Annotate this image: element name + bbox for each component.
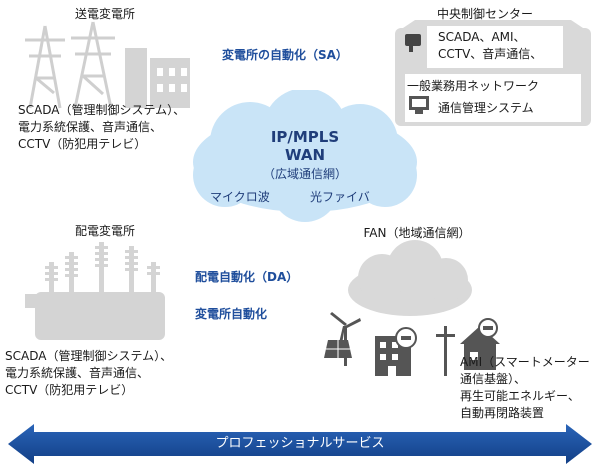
comm-management-label: 通信管理システム [438,101,534,115]
fan-line-3: 再生可能エネルギー、 [460,389,580,403]
fan-cloud-icon [348,240,472,316]
transmission-line-1: SCADA（管理制御システム）、 [18,103,186,117]
transmission-line-3: CCTV（防犯用テレビ） [18,137,147,151]
distribution-automation-da-label: 配電自動化（DA） [195,270,299,284]
transmission-title: 送電変電所 [74,7,135,21]
substation-automation-label: 変電所自動化 [195,307,268,321]
cloud-fiber-label: 光ファイバ [310,190,370,204]
control-center-line-1: SCADA、AMI、 [438,30,526,44]
cloud-line-ip-mpls: IP/MPLS [270,128,340,146]
professional-services-arrow [8,424,592,464]
fan-line-4: 自動再閉路装置 [460,406,545,420]
control-center-line-2: CCTV、音声通信、 [438,47,543,61]
distribution-line-2: 電力系統保護、音声通信、 [5,366,150,380]
cloud-line-wide-area: （広域通信網） [262,167,347,181]
wan-cloud-icon [193,90,417,222]
distribution-line-3: CCTV（防犯用テレビ） [5,383,134,397]
transmission-substation-icon [25,21,190,109]
network-label: 一般業務用ネットワーク [407,79,540,93]
control-center-title: 中央制御センター [436,7,533,21]
transmission-line-2: 電力系統保護、音声通信、 [18,120,163,134]
control-center-building-icon [395,20,591,126]
distribution-substation-icon [25,242,165,340]
fan-devices-icon [324,312,500,376]
cloud-microwave-label: マイクロ波 [210,190,270,204]
fan-line-2: 通信基盤）、 [460,372,527,386]
distribution-title: 配電変電所 [74,224,135,238]
cloud-line-wan: WAN [284,146,326,164]
substation-automation-sa-label: 変電所の自動化（SA） [222,48,348,62]
professional-services-label: プロフェッショナルサービス [215,436,385,451]
fan-title: FAN（地域通信網） [363,226,471,240]
distribution-line-1: SCADA（管理制御システム）、 [5,349,173,363]
fan-line-1: AMI（スマートメーター [460,355,590,369]
